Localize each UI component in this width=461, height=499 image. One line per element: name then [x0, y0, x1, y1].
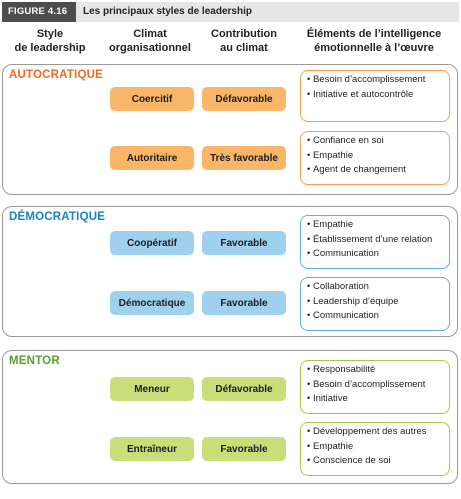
element-item: Collaboration	[307, 280, 443, 295]
element-item: Leadership d’équipe	[307, 295, 443, 310]
elements-box: Empathie Établissement d’une relation Co…	[300, 215, 450, 269]
climat-pill: Coercitif	[110, 87, 194, 111]
element-item: Empathie	[307, 218, 443, 233]
climat-pill: Entraîneur	[110, 437, 194, 461]
column-header-style: Style de leadership	[14, 28, 86, 54]
elements-box: Confiance en soi Empathie Agent de chang…	[300, 131, 450, 185]
elements-box: Collaboration Leadership d’équipe Commun…	[300, 277, 450, 331]
column-header-contribution: Contribution au climat	[211, 28, 277, 54]
contribution-pill: Favorable	[202, 291, 286, 315]
elements-box: Responsabilité Besoin d’accomplissement …	[300, 360, 450, 414]
elements-box: Besoin d’accomplissement Initiative et a…	[300, 70, 450, 122]
element-item: Conscience de soi	[307, 454, 443, 469]
element-item: Communication	[307, 247, 443, 262]
group-autocratique: AUTOCRATIQUE Coercitif Défavorable Besoi…	[2, 64, 458, 195]
climat-pill: Autoritaire	[110, 146, 194, 170]
climat-pill: Démocratique	[110, 291, 194, 315]
climat-pill: Coopératif	[110, 231, 194, 255]
element-item: Besoin d’accomplissement	[307, 73, 443, 88]
group-democratique: DÉMOCRATIQUE Coopératif Favorable Empath…	[2, 206, 458, 337]
element-item: Initiative et autocontrôle	[307, 88, 443, 103]
element-item: Empathie	[307, 149, 443, 164]
contribution-pill: Défavorable	[202, 377, 286, 401]
element-item: Établissement d’une relation	[307, 233, 443, 248]
figure-title: Les principaux styles de leadership	[83, 6, 252, 17]
contribution-pill: Très favorable	[202, 146, 286, 170]
group-title: DÉMOCRATIQUE	[9, 211, 106, 223]
climat-pill: Meneur	[110, 377, 194, 401]
column-header-elements: Éléments de l’intelligence émotionnelle …	[306, 28, 442, 54]
contribution-pill: Défavorable	[202, 87, 286, 111]
contribution-pill: Favorable	[202, 437, 286, 461]
figure-header: FIGURE 4.16 Les principaux styles de lea…	[2, 2, 459, 22]
group-title: MENTOR	[9, 355, 60, 367]
elements-box: Développement des autres Empathie Consci…	[300, 422, 450, 476]
element-item: Communication	[307, 309, 443, 324]
element-item: Responsabilité	[307, 363, 443, 378]
element-item: Empathie	[307, 440, 443, 455]
element-item: Initiative	[307, 392, 443, 407]
element-item: Besoin d’accomplissement	[307, 378, 443, 393]
element-item: Développement des autres	[307, 425, 443, 440]
column-header-climat: Climat organisationnel	[109, 28, 191, 54]
figure-number: FIGURE 4.16	[2, 2, 76, 22]
element-item: Confiance en soi	[307, 134, 443, 149]
contribution-pill: Favorable	[202, 231, 286, 255]
element-item: Agent de changement	[307, 163, 443, 178]
group-title: AUTOCRATIQUE	[9, 69, 103, 81]
group-mentor: MENTOR Meneur Défavorable Responsabilité…	[2, 350, 458, 484]
